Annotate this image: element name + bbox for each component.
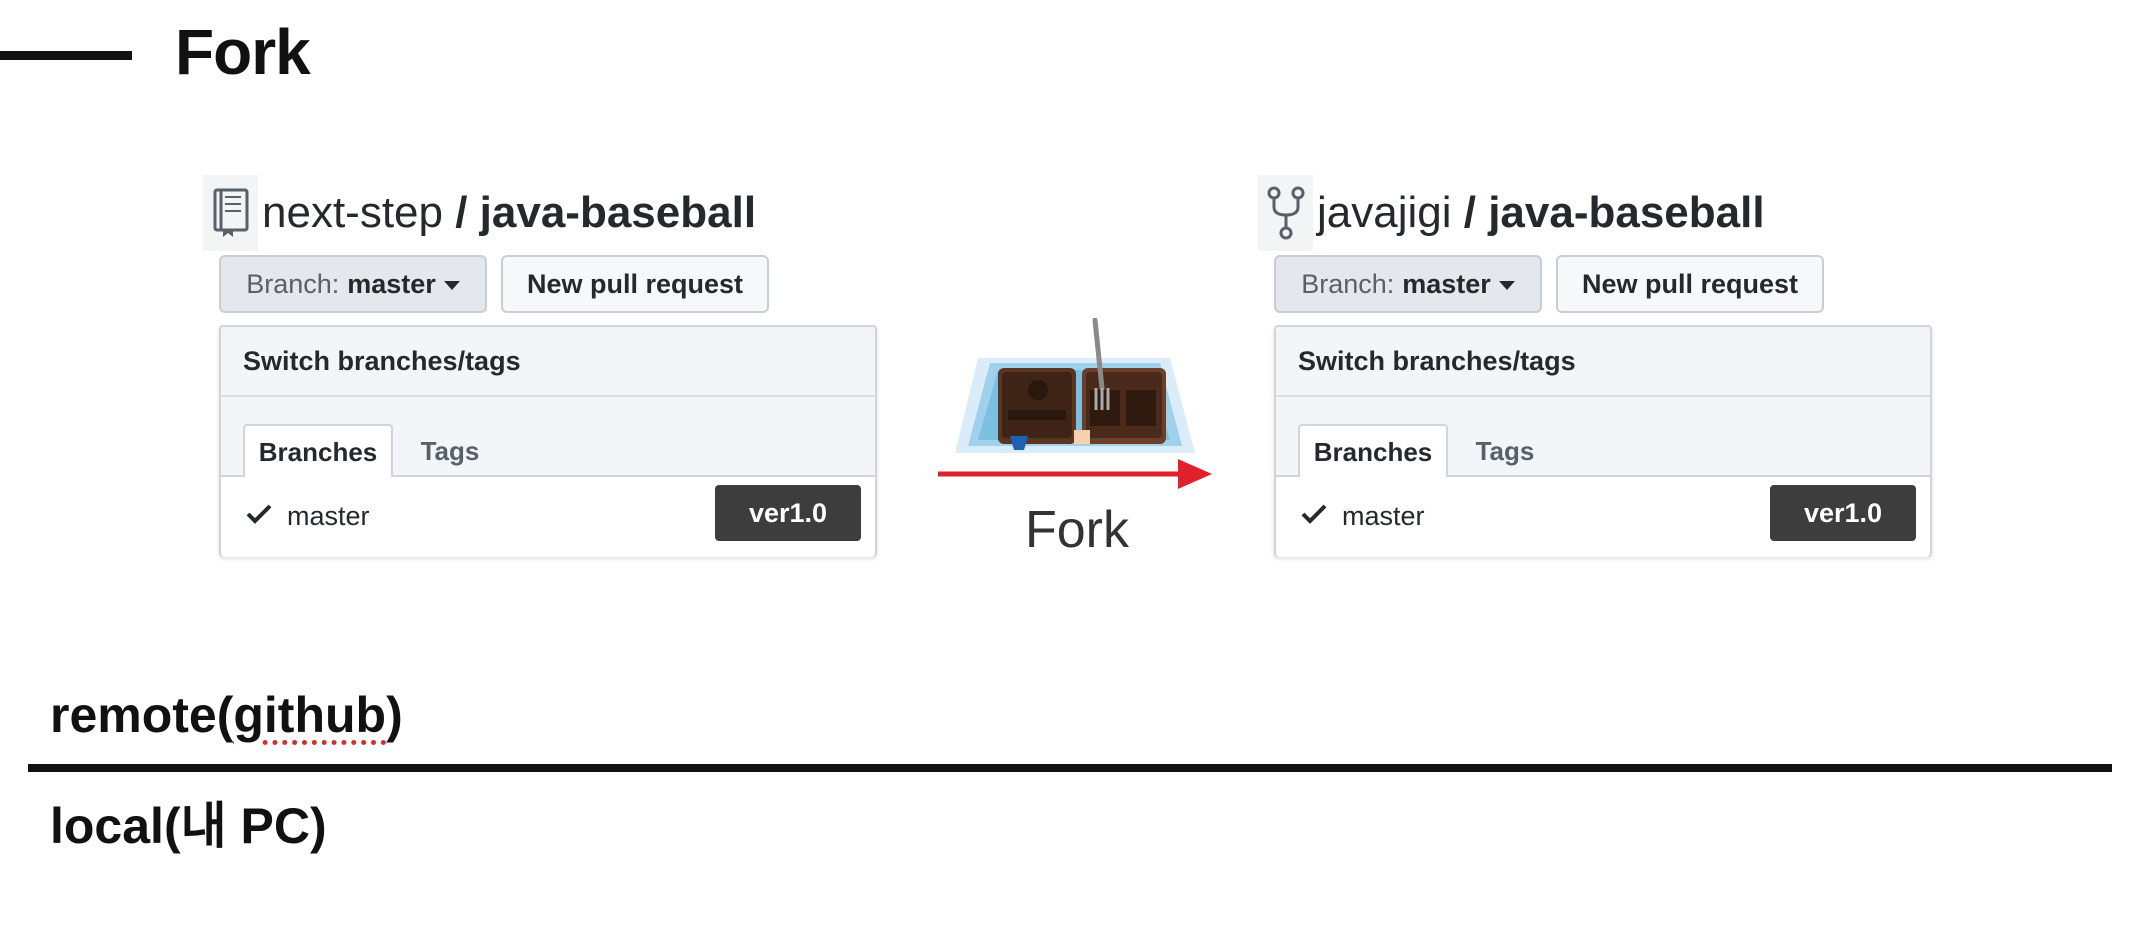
branch-value: master: [1402, 268, 1491, 299]
check-icon: [1301, 504, 1327, 524]
caret-down-icon: [1498, 280, 1515, 290]
branch-dropdown-panel: Switch branches/tags Branches Tags maste…: [1274, 325, 1932, 557]
repo-separator: /: [1451, 188, 1489, 237]
repo-book-icon: [203, 175, 258, 251]
branch-select-button[interactable]: Branch: master: [1274, 255, 1542, 313]
repo-header: next-step / java-baseball: [203, 175, 756, 251]
tag-badge: ver1.0: [715, 485, 861, 541]
panel-tabs: Branches Tags: [1276, 397, 1930, 478]
slide-title: Fork: [175, 16, 311, 88]
local-label: local(내 PC): [50, 798, 327, 854]
panel-tabs: Branches Tags: [221, 397, 875, 478]
branch-list-item[interactable]: master ver1.0: [221, 477, 875, 557]
repo-separator: /: [442, 188, 480, 237]
repo-title[interactable]: java-baseball: [1488, 188, 1765, 237]
remote-word: github: [233, 687, 387, 743]
repo-title[interactable]: java-baseball: [479, 188, 757, 237]
fork-arrow: [938, 459, 1212, 489]
remote-suffix: ): [386, 687, 403, 743]
title-bar: [0, 51, 132, 60]
branch-list-item[interactable]: master ver1.0: [1276, 477, 1930, 557]
remote-prefix: remote(: [50, 687, 234, 743]
remote-label: remote(github): [50, 686, 403, 744]
branch-select-button[interactable]: Branch: master: [219, 255, 487, 313]
tab-branches[interactable]: Branches: [243, 424, 393, 478]
panel-title: Switch branches/tags: [221, 327, 875, 397]
new-pull-request-button[interactable]: New pull request: [1556, 255, 1824, 313]
remote-local-divider: [28, 764, 2112, 772]
panel-title: Switch branches/tags: [1276, 327, 1930, 397]
branch-label: Branch:: [1301, 268, 1395, 299]
tab-tags[interactable]: Tags: [1475, 436, 1535, 466]
tab-tags[interactable]: Tags: [420, 436, 480, 466]
branch-dropdown-panel: Switch branches/tags Branches Tags maste…: [219, 325, 877, 557]
fork-illustration: [955, 318, 1195, 453]
caret-down-icon: [443, 280, 460, 290]
check-icon: [246, 504, 272, 524]
repo-header: javajigi / java-baseball: [1258, 175, 1765, 251]
repo-owner[interactable]: javajigi: [1317, 188, 1452, 237]
fork-icon: [1258, 175, 1313, 251]
branch-name: master: [287, 501, 370, 531]
branch-label: Branch:: [246, 268, 340, 299]
tag-badge: ver1.0: [1770, 485, 1916, 541]
source-repo: next-step / java-baseball Branch: master…: [203, 175, 883, 565]
branch-value: master: [347, 268, 436, 299]
repo-owner[interactable]: next-step: [262, 188, 443, 237]
repo-full-name[interactable]: javajigi / java-baseball: [1317, 188, 1765, 238]
repo-full-name[interactable]: next-step / java-baseball: [262, 188, 756, 238]
branch-name: master: [1342, 501, 1425, 531]
forked-repo: javajigi / java-baseball Branch: master …: [1258, 175, 1938, 565]
tab-branches[interactable]: Branches: [1298, 424, 1448, 478]
fork-caption: Fork: [1025, 501, 1129, 559]
new-pull-request-button[interactable]: New pull request: [501, 255, 769, 313]
